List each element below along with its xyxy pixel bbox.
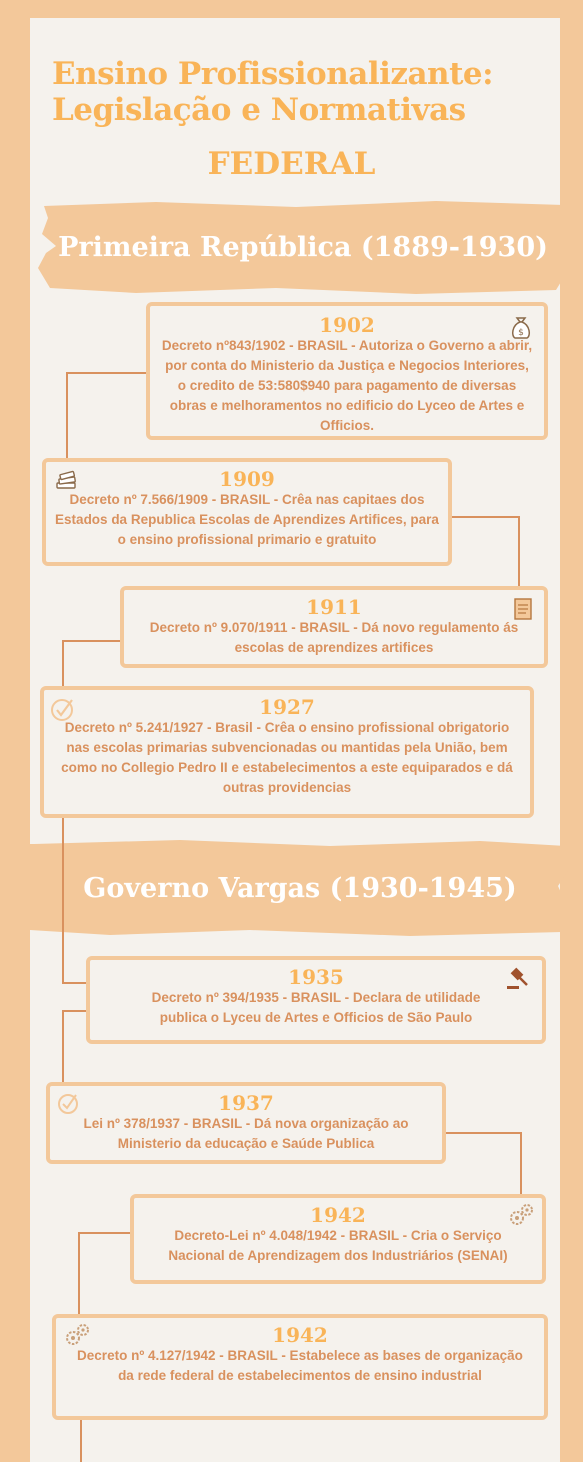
section-banner-governo-vargas: Governo Vargas (1930-1945) <box>30 838 570 938</box>
connector-1942-1942-v <box>78 1232 80 1316</box>
scroll-icon <box>514 598 532 620</box>
entry-year: 1942 <box>310 1203 366 1227</box>
entry-text: Decreto nº 4.127/1942 - BRASIL - Estabel… <box>77 1348 523 1383</box>
entry-text: Decreto nº 5.241/1927 - Brasil - Crêa o … <box>61 720 513 795</box>
timeline-card-1935: 1935 Decreto nº 394/1935 - BRASIL - Decl… <box>86 956 546 1044</box>
entry-text: Decreto-Lei nº 4.048/1942 - BRASIL - Cri… <box>168 1228 508 1263</box>
connector-end-v <box>80 1418 82 1462</box>
page-title: Ensino Profissionalizante: Legislação e … <box>52 56 494 128</box>
entry-text: Lei nº 378/1937 - BRASIL - Dá nova organ… <box>83 1116 409 1151</box>
entry-year: 1927 <box>259 695 315 719</box>
page-subtitle: FEDERAL <box>207 146 376 182</box>
gavel-icon <box>507 967 528 989</box>
entry-year: 1902 <box>319 313 375 337</box>
connector-1937-1942-v <box>520 1132 522 1196</box>
money-bag-icon: $ <box>511 317 531 339</box>
books-icon <box>56 470 76 489</box>
connector-1935-1937-h <box>62 1010 88 1012</box>
entry-year: 1909 <box>219 467 275 491</box>
connector-1937-1942-h <box>444 1132 522 1134</box>
timeline-card-1911: 1911 Decreto nº 9.070/1911 - BRASIL - Dá… <box>120 586 548 668</box>
timeline-card-1902: $ 1902 Decreto nº843/1902 - BRASIL - Aut… <box>146 302 548 440</box>
checkmark-icon <box>51 699 73 721</box>
entry-text: Decreto nº843/1902 - BRASIL - Autoriza o… <box>161 338 533 433</box>
connector-1935-1937-v <box>62 1010 64 1084</box>
connector-1902-1909-h <box>66 372 148 374</box>
connector-1927-1935-v <box>62 816 64 984</box>
timeline-card-1909: 1909 Decreto nº 7.566/1909 - BRASIL - Cr… <box>42 458 452 566</box>
connector-1942-1942-h <box>78 1232 132 1234</box>
gears-icon <box>510 1204 533 1225</box>
entry-year: 1942 <box>272 1323 328 1347</box>
entry-year: 1937 <box>218 1091 274 1115</box>
entry-text: Decreto nº 7.566/1909 - BRASIL - Crêa na… <box>55 492 439 547</box>
connector-1911-1927-v <box>62 640 64 688</box>
connector-1927-1935-h <box>62 982 88 984</box>
timeline-card-1927: 1927 Decreto nº 5.241/1927 - Brasil - Cr… <box>40 686 534 818</box>
connector-1911-1927-h <box>62 640 122 642</box>
entry-text: Decreto nº 9.070/1911 - BRASIL - Dá novo… <box>149 620 519 655</box>
connector-1909-1911-v <box>518 516 520 588</box>
entry-text: Decreto nº 394/1935 - BRASIL - Declara d… <box>151 990 481 1025</box>
timeline-card-1937: 1937 Lei nº 378/1937 - BRASIL - Dá nova … <box>46 1082 446 1164</box>
timeline-card-1942-rede-federal: 1942 Decreto nº 4.127/1942 - BRASIL - Es… <box>52 1314 548 1420</box>
connector-1902-1909-v <box>66 372 68 460</box>
entry-year: 1935 <box>288 965 344 989</box>
timeline-card-1942-senai: 1942 Decreto-Lei nº 4.048/1942 - BRASIL … <box>130 1194 546 1284</box>
section-banner-primeira-republica: Primeira República (1889-1930) <box>36 198 570 296</box>
connector-1909-1911-h <box>450 516 520 518</box>
entry-year: 1911 <box>306 595 362 619</box>
checkmark-icon <box>58 1094 78 1114</box>
svg-text:$: $ <box>518 328 524 338</box>
gears-icon <box>66 1324 89 1345</box>
